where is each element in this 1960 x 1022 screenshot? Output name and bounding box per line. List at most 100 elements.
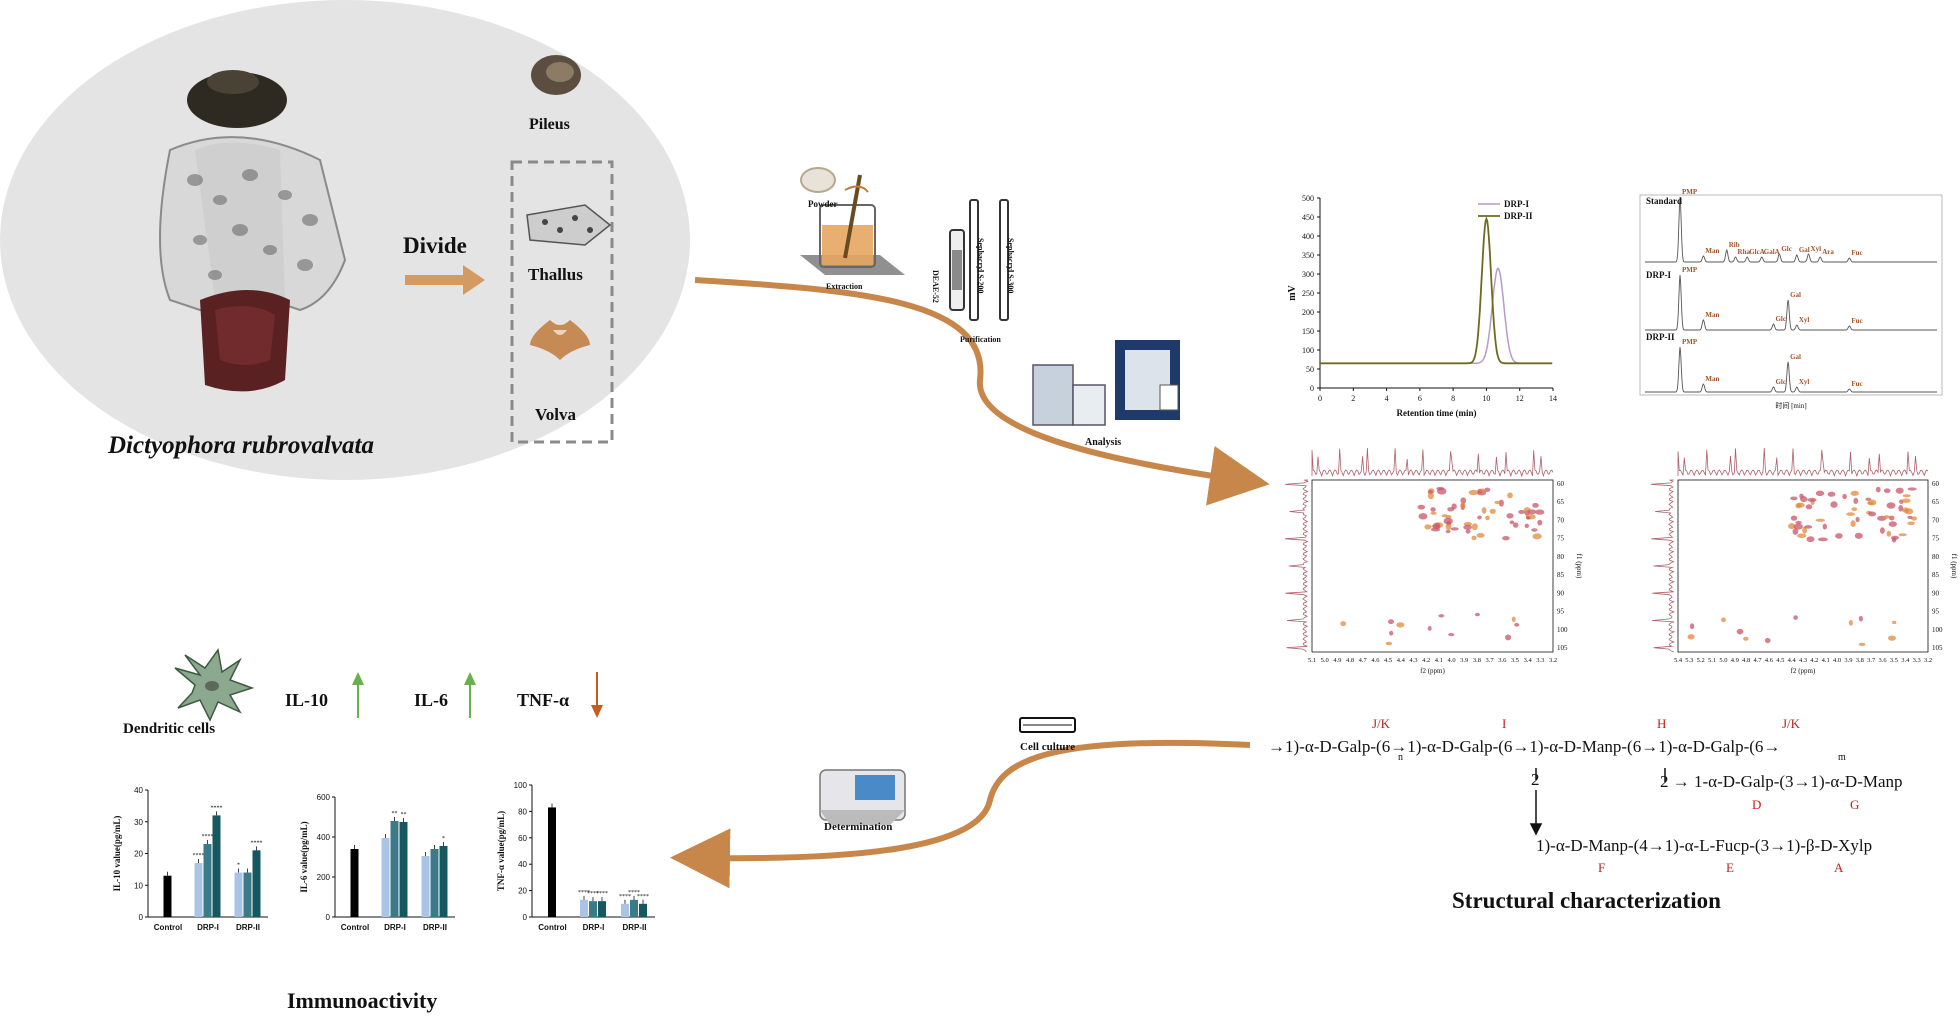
trace-label: DRP-I bbox=[1646, 270, 1671, 280]
tick-label: 4.0 bbox=[1833, 657, 1841, 664]
series-drp1-line bbox=[1320, 267, 1553, 365]
tick-label: 30 bbox=[134, 818, 143, 827]
cross-peak bbox=[1494, 500, 1501, 505]
cross-peak bbox=[1886, 502, 1896, 509]
cross-peak bbox=[1835, 533, 1843, 539]
legend-label: DRP-II bbox=[1504, 211, 1533, 221]
cross-peak bbox=[1532, 533, 1542, 540]
cross-peak bbox=[1891, 537, 1897, 543]
cross-peak bbox=[1687, 634, 1695, 640]
tick-label: 80 bbox=[518, 807, 527, 816]
cross-peak bbox=[1793, 523, 1803, 530]
tick-label: 3.8 bbox=[1473, 657, 1481, 664]
significance-label: * bbox=[237, 863, 240, 869]
cross-peak bbox=[1531, 528, 1538, 532]
cross-peak bbox=[1743, 636, 1749, 641]
determination-label: Determination bbox=[824, 821, 893, 833]
tick-label: 100 bbox=[1557, 626, 1568, 634]
cross-peak bbox=[1471, 523, 1478, 531]
cross-peak bbox=[1484, 487, 1491, 492]
significance-label: **** bbox=[211, 805, 223, 811]
tick-label: 5.3 bbox=[1685, 657, 1693, 664]
cross-peak bbox=[1855, 516, 1860, 523]
peak-label: Fuc bbox=[1851, 249, 1862, 257]
structure-side-chain: 1)-α-D-Manp-(4→1)-α-L-Fucp-(3→1)-β-D-Xyl… bbox=[1536, 836, 1873, 855]
immuno-title: Immunoactivity bbox=[287, 988, 438, 1013]
significance-label: **** bbox=[251, 840, 263, 846]
analysis-label: Analysis bbox=[1085, 437, 1122, 448]
tnf-down-arrow bbox=[591, 672, 603, 718]
tick-label: 4.9 bbox=[1731, 657, 1739, 664]
plate-reader bbox=[819, 769, 906, 825]
cross-peak bbox=[1886, 530, 1892, 537]
y-axis-label: IL-6 value(pg/mL) bbox=[299, 821, 309, 892]
parts-dashed-box bbox=[510, 160, 614, 444]
cross-peak bbox=[1875, 486, 1881, 493]
il10-label: IL-10 bbox=[285, 690, 329, 710]
bar bbox=[212, 815, 221, 917]
series-drp2-line bbox=[1320, 216, 1553, 365]
cross-peak bbox=[1888, 635, 1896, 641]
tick-label: 50 bbox=[1306, 365, 1314, 374]
tick-label: 90 bbox=[1557, 589, 1565, 597]
cross-peak bbox=[1479, 488, 1486, 493]
cross-peak bbox=[1485, 515, 1490, 521]
il10-up-arrow bbox=[352, 672, 364, 718]
significance-label: **** bbox=[587, 891, 599, 897]
cross-peak bbox=[1427, 626, 1432, 631]
tick-label: 85 bbox=[1557, 571, 1565, 579]
cross-peak bbox=[1512, 522, 1519, 528]
legend-label: DRP-I bbox=[1504, 199, 1529, 209]
tick-label: 14 bbox=[1549, 394, 1557, 403]
trace-label: DRP-II bbox=[1646, 332, 1675, 342]
category-label: DRP-II bbox=[623, 923, 647, 932]
significance-label: **** bbox=[596, 891, 608, 897]
category-label: Control bbox=[154, 923, 182, 932]
cross-peak bbox=[1477, 515, 1482, 520]
cross-peak bbox=[1868, 499, 1877, 506]
tick-label: 0 bbox=[523, 913, 528, 922]
cross-peak bbox=[1689, 623, 1695, 630]
structure-backbone: →1)-α-D-Galp-(6→1)-α-D-Galp-(6→1)-α-D-Ma… bbox=[1268, 737, 1781, 756]
tick-label: 10 bbox=[1482, 394, 1490, 403]
cross-peak bbox=[1895, 487, 1904, 494]
extraction-beaker bbox=[800, 167, 905, 275]
cross-peak bbox=[1797, 502, 1805, 508]
cell-culture-label: Cell culture bbox=[1020, 741, 1076, 753]
tick-label: 60 bbox=[518, 834, 527, 843]
residue-letter-g: G bbox=[1850, 797, 1860, 812]
tick-label: 75 bbox=[1932, 535, 1940, 543]
tick-label: 20 bbox=[518, 887, 527, 896]
peak-label: PMP bbox=[1682, 188, 1698, 196]
tick-label: 3.3 bbox=[1913, 657, 1921, 664]
bar bbox=[430, 849, 439, 917]
projection-f2 bbox=[1311, 447, 1554, 478]
cross-peak bbox=[1907, 487, 1917, 491]
cross-peak bbox=[1424, 524, 1432, 530]
cross-peak bbox=[1888, 515, 1895, 521]
projection-f1 bbox=[1284, 479, 1309, 653]
cross-peak bbox=[1463, 524, 1472, 530]
cross-peak bbox=[1868, 511, 1876, 517]
tick-label: 60 bbox=[1932, 480, 1940, 488]
residue-letter-h: H bbox=[1657, 716, 1667, 731]
tick-label: 3.5 bbox=[1890, 657, 1898, 664]
bar bbox=[252, 850, 261, 917]
cross-peak bbox=[1806, 536, 1815, 543]
cross-peak bbox=[1846, 512, 1855, 516]
cross-peak bbox=[1802, 526, 1807, 534]
cross-peak bbox=[1907, 515, 1913, 520]
mushroom-illustration bbox=[159, 70, 347, 392]
cross-peak bbox=[1788, 523, 1796, 530]
category-label: DRP-II bbox=[423, 923, 447, 932]
tick-label: 100 bbox=[1932, 626, 1943, 634]
dendritic-cell-icon bbox=[174, 648, 255, 722]
significance-label: **** bbox=[202, 834, 214, 840]
significance-label: **** bbox=[619, 894, 631, 900]
tick-label: 3.2 bbox=[1924, 657, 1932, 664]
tick-label: 5.4 bbox=[1674, 657, 1683, 664]
tick-label: 4.0 bbox=[1447, 657, 1455, 664]
cross-peak bbox=[1525, 516, 1531, 520]
y-axis-label: mV bbox=[1287, 284, 1298, 300]
